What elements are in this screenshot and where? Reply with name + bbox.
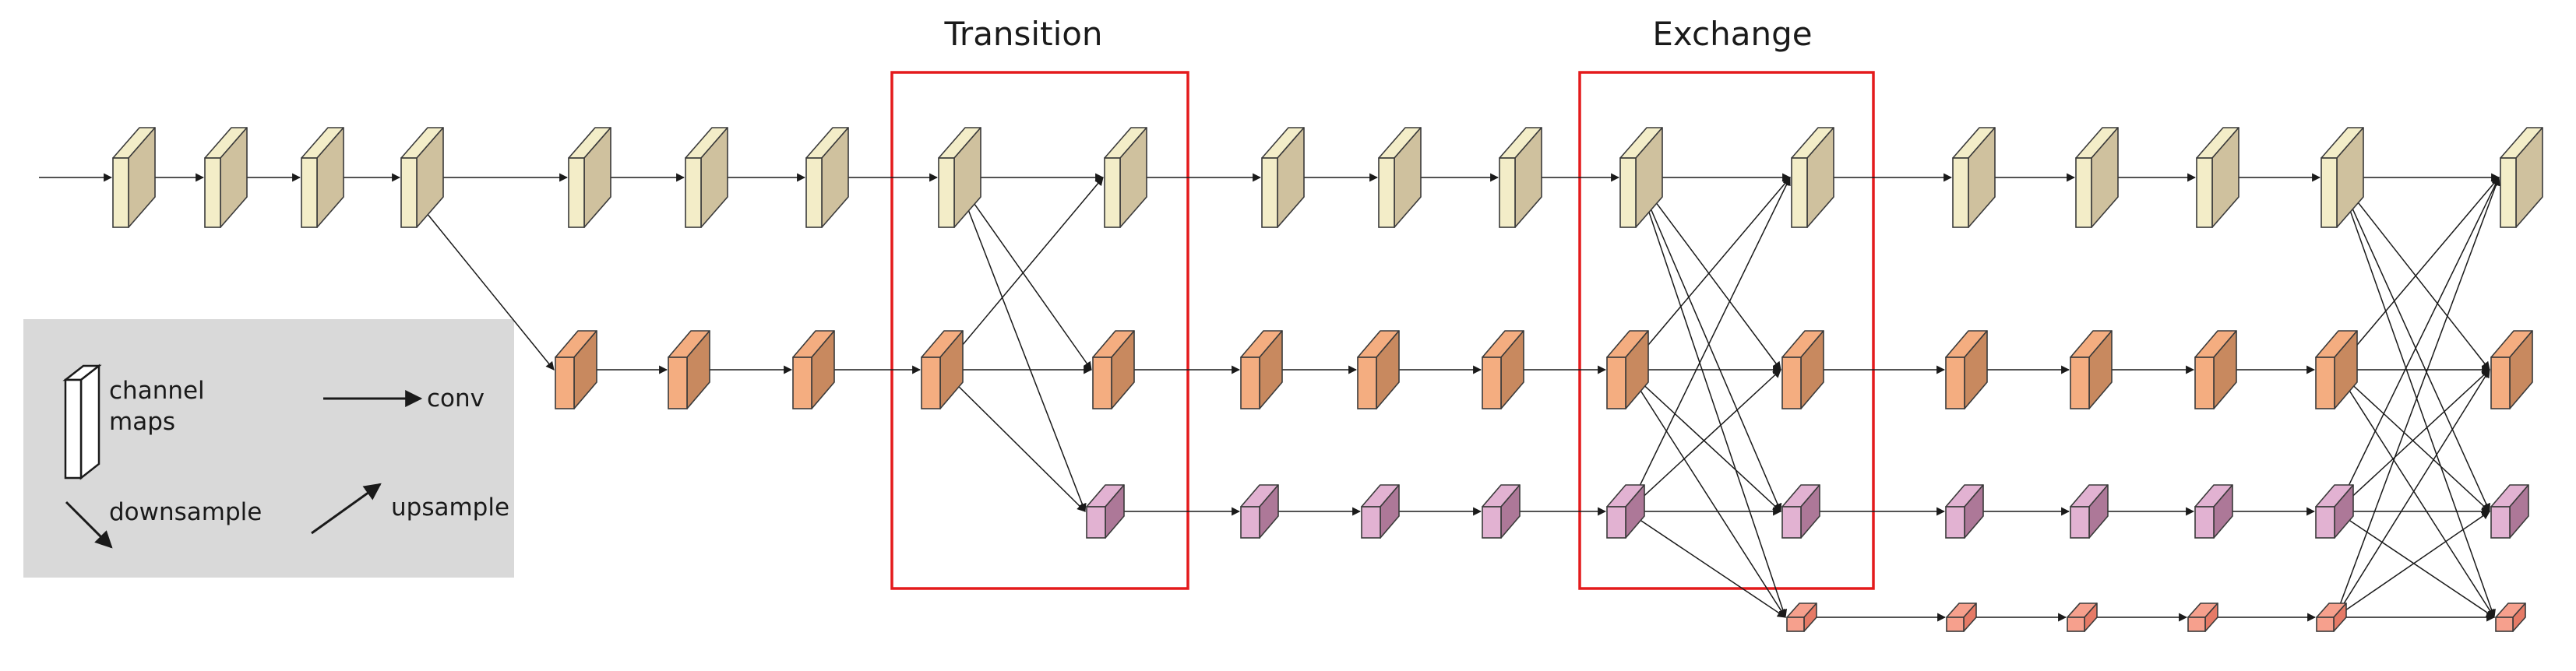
exchange-fusion-arrow bbox=[1626, 177, 1791, 512]
transition-fusion-arrow bbox=[941, 177, 1104, 371]
channel-map-block-stream4 bbox=[1946, 602, 1977, 632]
channel-map-block-stream2 bbox=[1606, 330, 1649, 409]
channel-map-block-stream4 bbox=[2067, 602, 2098, 632]
final-fusion-arrow bbox=[2338, 177, 2490, 371]
channel-map-block-stream4 bbox=[2316, 602, 2347, 632]
channel-map-block-stream3 bbox=[1606, 484, 1645, 539]
channel-map-block-stream1 bbox=[204, 127, 248, 228]
legend-conv: conv bbox=[427, 385, 485, 413]
channel-map-block-stream2 bbox=[921, 330, 964, 409]
final-fusion-arrow bbox=[2335, 369, 2490, 512]
channel-map-block-stream3 bbox=[2490, 484, 2529, 539]
final-fusion-arrow bbox=[2335, 511, 2495, 618]
channel-map-block-stream1 bbox=[1619, 127, 1663, 228]
channel-map-block-stream2 bbox=[668, 330, 710, 409]
channel-map-block-stream3 bbox=[1086, 484, 1125, 539]
channel-map-blocks bbox=[112, 127, 2543, 632]
legend-channel-maps-line1: channel bbox=[109, 377, 205, 405]
channel-map-block-stream2 bbox=[1092, 330, 1135, 409]
channel-map-block-stream4 bbox=[2187, 602, 2218, 632]
channel-map-block-stream4 bbox=[2495, 602, 2526, 632]
upsample-legend-arrow bbox=[311, 483, 382, 535]
channel-maps-legend-icon bbox=[62, 364, 102, 480]
legend: channel maps conv downsample upsample bbox=[23, 319, 514, 578]
exchange-fusion-arrow bbox=[1626, 369, 1786, 618]
channel-map-block-stream2 bbox=[1240, 330, 1283, 409]
channel-map-block-stream1 bbox=[1378, 127, 1422, 228]
final-fusion-arrow bbox=[2338, 177, 2490, 513]
downsample-arrow bbox=[416, 200, 555, 371]
channel-map-block-stream1 bbox=[1952, 127, 1996, 228]
channel-map-block-stream2 bbox=[1357, 330, 1400, 409]
legend-channel-maps-line2: maps bbox=[109, 408, 175, 436]
final-fusion-arrow bbox=[2335, 176, 2500, 618]
channel-map-block-stream1 bbox=[1499, 127, 1542, 228]
channel-map-block-stream1 bbox=[2075, 127, 2119, 228]
final-fusion-arrow bbox=[2338, 177, 2496, 619]
transition-fusion-arrow bbox=[955, 177, 1087, 513]
legend-downsample: downsample bbox=[109, 498, 262, 526]
channel-map-block-stream2 bbox=[2194, 330, 2237, 409]
channel-map-block-stream1 bbox=[1104, 127, 1147, 228]
legend-upsample: upsample bbox=[391, 494, 509, 522]
final-fusion-arrow bbox=[2335, 511, 2490, 618]
channel-map-block-stream2 bbox=[2070, 330, 2113, 409]
channel-map-block-stream2 bbox=[1781, 330, 1824, 409]
exchange-highlight-box bbox=[1578, 71, 1875, 590]
exchange-fusion-arrow bbox=[1626, 369, 1781, 512]
transition-fusion-arrow bbox=[955, 177, 1092, 371]
channel-map-block-stream1 bbox=[1261, 127, 1305, 228]
channel-map-block-stream3 bbox=[1482, 484, 1521, 539]
transition-highlight-box bbox=[890, 71, 1189, 590]
channel-map-block-stream1 bbox=[685, 127, 728, 228]
channel-map-block-stream3 bbox=[2194, 484, 2233, 539]
final-fusion-arrow bbox=[2335, 177, 2500, 512]
downsample-legend-arrow bbox=[65, 501, 113, 549]
exchange-fusion-arrow bbox=[1626, 177, 1791, 371]
channel-map-block-stream1 bbox=[112, 127, 156, 228]
channel-map-block-stream2 bbox=[555, 330, 597, 409]
channel-map-block-stream1 bbox=[568, 127, 611, 228]
channel-map-block-stream1 bbox=[2321, 127, 2364, 228]
exchange-fusion-arrow bbox=[1637, 177, 1788, 619]
channel-map-block-stream3 bbox=[1361, 484, 1400, 539]
transition-fusion-arrow bbox=[941, 369, 1086, 512]
channel-map-block-stream1 bbox=[400, 127, 444, 228]
channel-map-block-stream1 bbox=[2500, 127, 2543, 228]
channel-map-block-stream3 bbox=[1945, 484, 1984, 539]
channel-map-block-stream1 bbox=[301, 127, 344, 228]
exchange-fusion-arrow bbox=[1626, 511, 1786, 618]
channel-map-block-stream2 bbox=[792, 330, 835, 409]
channel-map-block-stream3 bbox=[1781, 484, 1820, 539]
transition-title: Transition bbox=[943, 15, 1102, 53]
exchange-title: Exchange bbox=[1652, 15, 1812, 53]
channel-map-block-stream1 bbox=[938, 127, 981, 228]
channel-map-block-stream2 bbox=[1482, 330, 1524, 409]
channel-map-block-stream2 bbox=[1945, 330, 1988, 409]
channel-map-block-stream2 bbox=[2490, 330, 2533, 409]
channel-map-block-stream3 bbox=[1240, 484, 1279, 539]
channel-map-block-stream1 bbox=[1791, 127, 1834, 228]
channel-map-block-stream3 bbox=[2070, 484, 2109, 539]
final-fusion-arrow bbox=[2335, 369, 2490, 618]
channel-map-block-stream4 bbox=[1786, 602, 1817, 632]
channel-map-block-stream2 bbox=[2315, 330, 2358, 409]
channel-map-block-stream1 bbox=[805, 127, 849, 228]
final-fusion-arrow bbox=[2335, 369, 2495, 618]
final-fusion-arrow bbox=[2335, 177, 2500, 371]
channel-map-block-stream1 bbox=[2196, 127, 2239, 228]
channel-map-block-stream3 bbox=[2315, 484, 2354, 539]
